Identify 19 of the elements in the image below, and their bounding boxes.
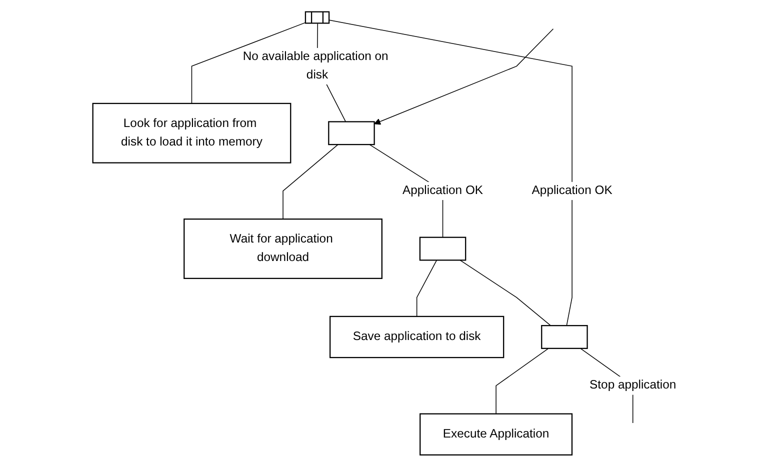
- node-box: [304, 11, 330, 24]
- node-box: Save application to disk: [330, 316, 504, 358]
- node-box: [541, 325, 588, 349]
- node-box: Look for application from disk to load it into memory: [92, 102, 292, 164]
- edge-label: No available application on disk: [242, 50, 388, 82]
- connector: [416, 260, 438, 317]
- connector: [191, 22, 306, 104]
- connector: [329, 20, 572, 326]
- edge-label: Application OK: [402, 184, 484, 198]
- node-box: [419, 236, 466, 261]
- arrow: [374, 28, 554, 125]
- edge-label: Application OK: [532, 184, 612, 198]
- connector: [282, 144, 338, 220]
- connector: [460, 260, 552, 326]
- node-box: Execute Application: [420, 413, 573, 456]
- node-box: [328, 121, 375, 146]
- edge-label: Stop application: [590, 378, 676, 392]
- node-box: Wait for application download: [184, 218, 382, 279]
- connector: [496, 348, 549, 414]
